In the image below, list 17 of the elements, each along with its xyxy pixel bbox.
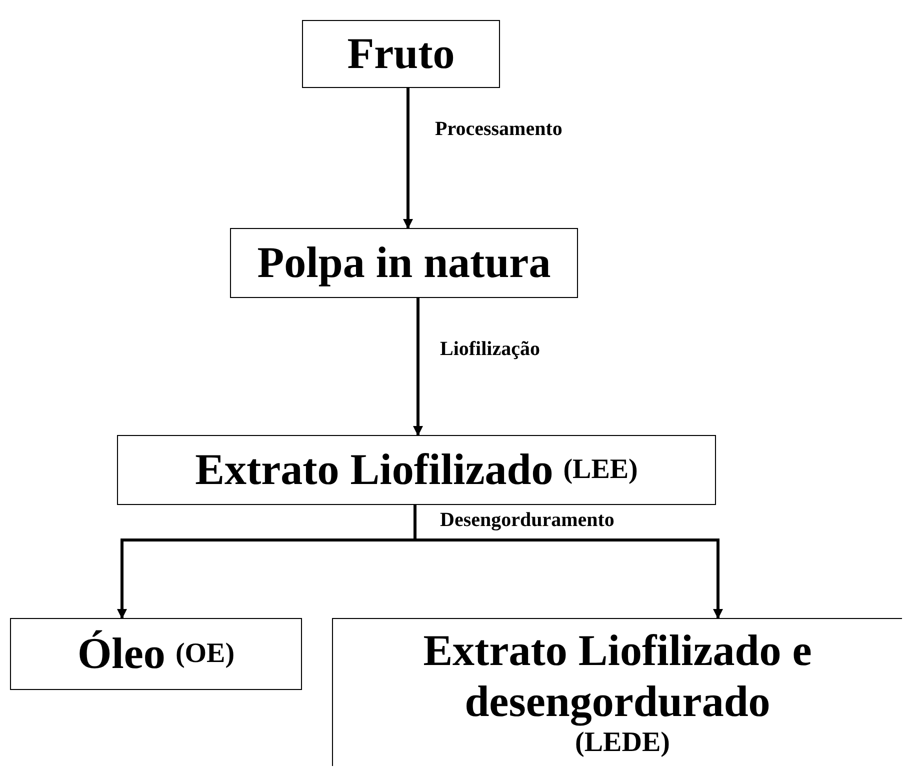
node-label: Extrato Liofilizado e desengordurado: [422, 626, 813, 728]
arrow: [413, 298, 423, 436]
arrow: [414, 505, 723, 619]
abbreviation-text: (LEDE): [575, 727, 670, 760]
node-label: Fruto: [347, 28, 455, 80]
node-label: Óleo: [77, 628, 166, 680]
process-box: [302, 20, 500, 88]
node-label: Extrato Liofilizado: [195, 444, 554, 496]
abbreviation-text: (LEE): [563, 454, 638, 486]
arrow: [403, 88, 413, 229]
abbreviation-text: (OE): [175, 638, 235, 670]
process-box: [117, 435, 716, 505]
edge-label: Liofilização: [440, 338, 540, 361]
edge-label: Desengorduramento: [440, 509, 614, 532]
process-box: [230, 228, 578, 298]
process-box: [10, 618, 302, 690]
node-label: Polpa in natura: [257, 238, 551, 288]
